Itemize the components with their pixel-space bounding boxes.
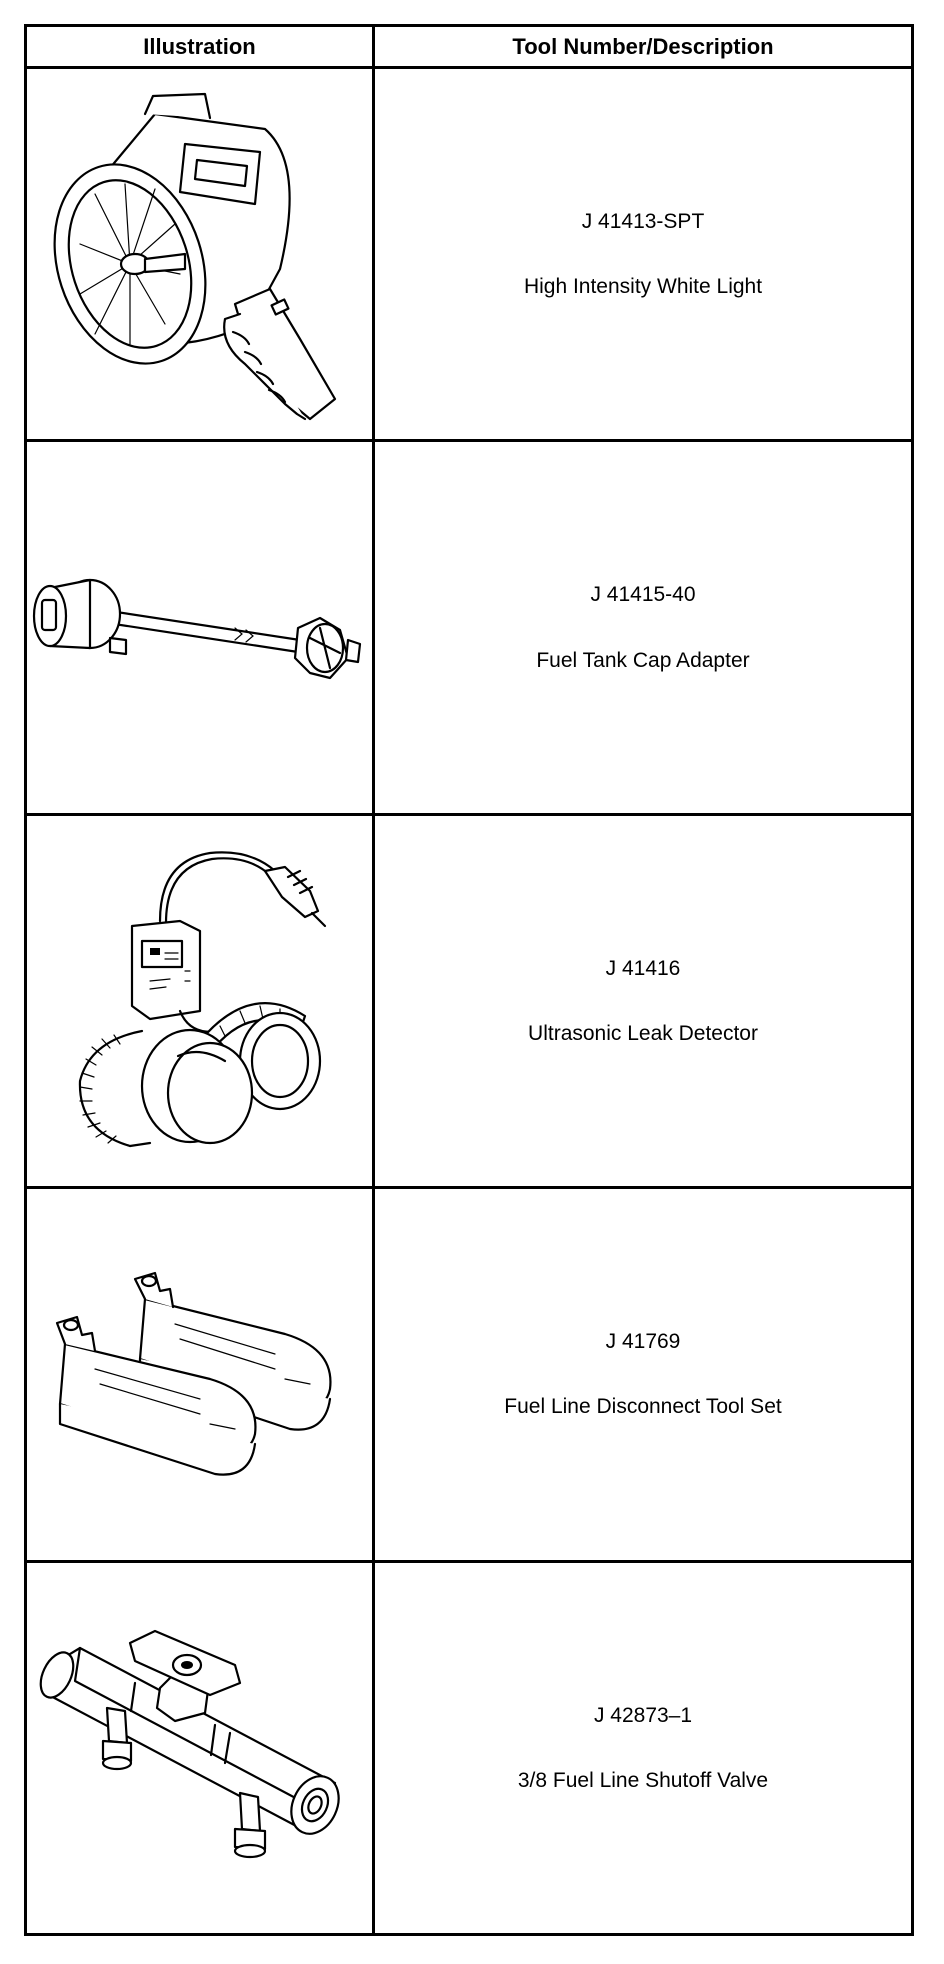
tool-number: J 41413-SPT xyxy=(581,210,705,233)
table-row: J 42873–1 3/8 Fuel Line Shutoff Valve xyxy=(24,1559,914,1937)
table-row: J 41769 Fuel Line Disconnect Tool Set xyxy=(24,1186,914,1563)
description-cell: J 41415-40 Fuel Tank Cap Adapter xyxy=(372,439,914,816)
illustration-cell xyxy=(24,1559,375,1937)
table-row: J 41415-40 Fuel Tank Cap Adapter xyxy=(24,439,914,816)
header-tool-description: Tool Number/Description xyxy=(372,24,914,69)
description-cell: J 41769 Fuel Line Disconnect Tool Set xyxy=(372,1186,914,1563)
tool-number: J 41416 xyxy=(605,956,681,980)
illustration-cell xyxy=(24,65,375,443)
tool-description: Fuel Line Disconnect Tool Set xyxy=(504,1395,782,1419)
table-row: J 41416 Ultrasonic Leak Detector xyxy=(24,812,914,1190)
fuel-line-disconnect-tools-icon xyxy=(55,1272,332,1477)
description-cell: J 42873–1 3/8 Fuel Line Shutoff Valve xyxy=(372,1559,914,1937)
description-cell: J 41413-SPT High Intensity White Light xyxy=(372,65,914,443)
tool-description: High Intensity White Light xyxy=(523,275,763,299)
header-row: Illustration Tool Number/Description xyxy=(24,24,914,69)
shutoff-valve-icon xyxy=(39,1629,340,1858)
tool-description: Ultrasonic Leak Detector xyxy=(528,1021,758,1045)
table-row: J 41413-SPT High Intensity White Light xyxy=(24,65,914,443)
description-cell: J 41416 Ultrasonic Leak Detector xyxy=(372,812,914,1190)
illustration-cell xyxy=(24,439,375,816)
fuel-tank-cap-adapter-icon xyxy=(32,578,361,679)
ultrasonic-leak-detector-icon xyxy=(78,851,326,1148)
tool-description: 3/8 Fuel Line Shutoff Valve xyxy=(517,1768,769,1792)
spotlight-icon xyxy=(53,93,336,421)
illustration-cell xyxy=(24,1186,375,1563)
tool-number: J 41769 xyxy=(605,1330,681,1354)
illustration-cell xyxy=(24,812,375,1190)
header-illustration: Illustration xyxy=(24,24,375,69)
tool-description: Fuel Tank Cap Adapter xyxy=(536,648,750,672)
tool-number: J 41415-40 xyxy=(590,583,696,607)
tool-table: Illustration Tool Number/Description xyxy=(24,24,914,1937)
tool-number: J 42873–1 xyxy=(593,1703,693,1727)
